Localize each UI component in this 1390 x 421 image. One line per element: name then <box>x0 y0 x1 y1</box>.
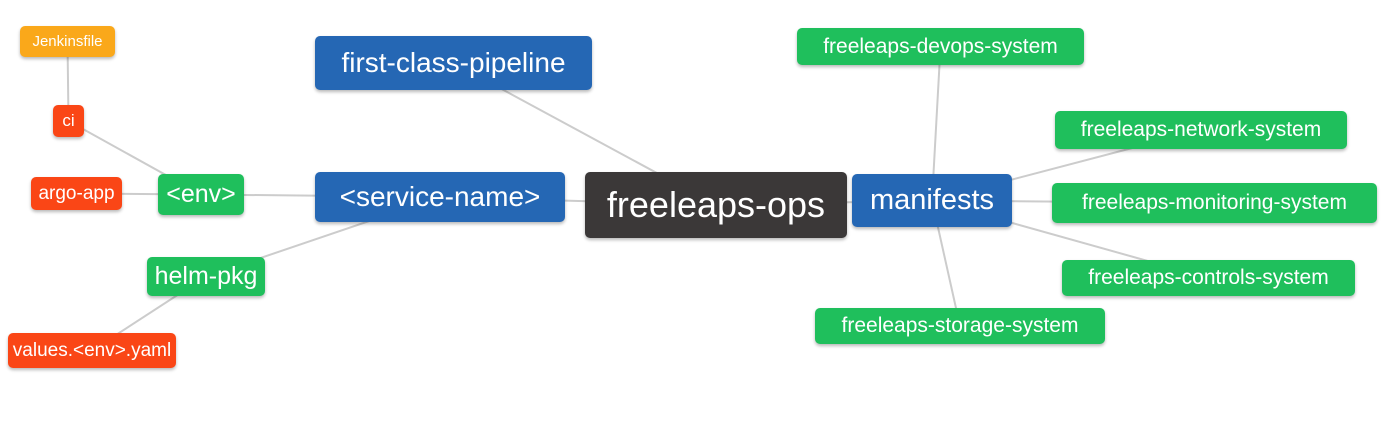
node-label: freeleaps-devops-system <box>823 34 1058 58</box>
node-label: freeleaps-network-system <box>1080 118 1322 141</box>
node-freeleaps-controls-system[interactable]: freeleaps-controls-system <box>1062 260 1355 296</box>
node-label: freeleaps-monitoring-system <box>1082 191 1347 214</box>
node-freeleaps-ops[interactable]: freeleaps-ops <box>585 172 847 238</box>
node-label: ci <box>62 111 75 130</box>
node-label: values.<env>.yaml <box>12 339 172 361</box>
node-ci[interactable]: ci <box>53 105 84 137</box>
node-label: helm-pkg <box>154 262 258 290</box>
node-service-name[interactable]: <service-name> <box>315 172 565 222</box>
node-label: freeleaps-ops <box>606 184 826 225</box>
node-env[interactable]: <env> <box>158 174 244 215</box>
node-freeleaps-monitoring-system[interactable]: freeleaps-monitoring-system <box>1052 183 1377 223</box>
node-manifests[interactable]: manifests <box>852 174 1012 227</box>
node-label: freeleaps-controls-system <box>1088 266 1329 289</box>
node-first-class-pipeline[interactable]: first-class-pipeline <box>315 36 592 90</box>
node-label: freeleaps-storage-system <box>841 314 1079 337</box>
node-freeleaps-devops-system[interactable]: freeleaps-devops-system <box>797 28 1084 65</box>
node-label: first-class-pipeline <box>341 47 566 78</box>
node-argo-app[interactable]: argo-app <box>31 177 122 210</box>
node-label: <service-name> <box>339 181 541 212</box>
node-helm-pkg[interactable]: helm-pkg <box>147 257 265 296</box>
node-label: manifests <box>869 184 995 216</box>
node-jenkinsfile[interactable]: Jenkinsfile <box>20 26 115 57</box>
node-values-env-yaml[interactable]: values.<env>.yaml <box>8 333 176 368</box>
node-label: Jenkinsfile <box>32 33 103 50</box>
node-freeleaps-storage-system[interactable]: freeleaps-storage-system <box>815 308 1105 344</box>
node-label: argo-app <box>38 182 115 204</box>
node-freeleaps-network-system[interactable]: freeleaps-network-system <box>1055 111 1347 149</box>
node-label: <env> <box>166 180 236 208</box>
